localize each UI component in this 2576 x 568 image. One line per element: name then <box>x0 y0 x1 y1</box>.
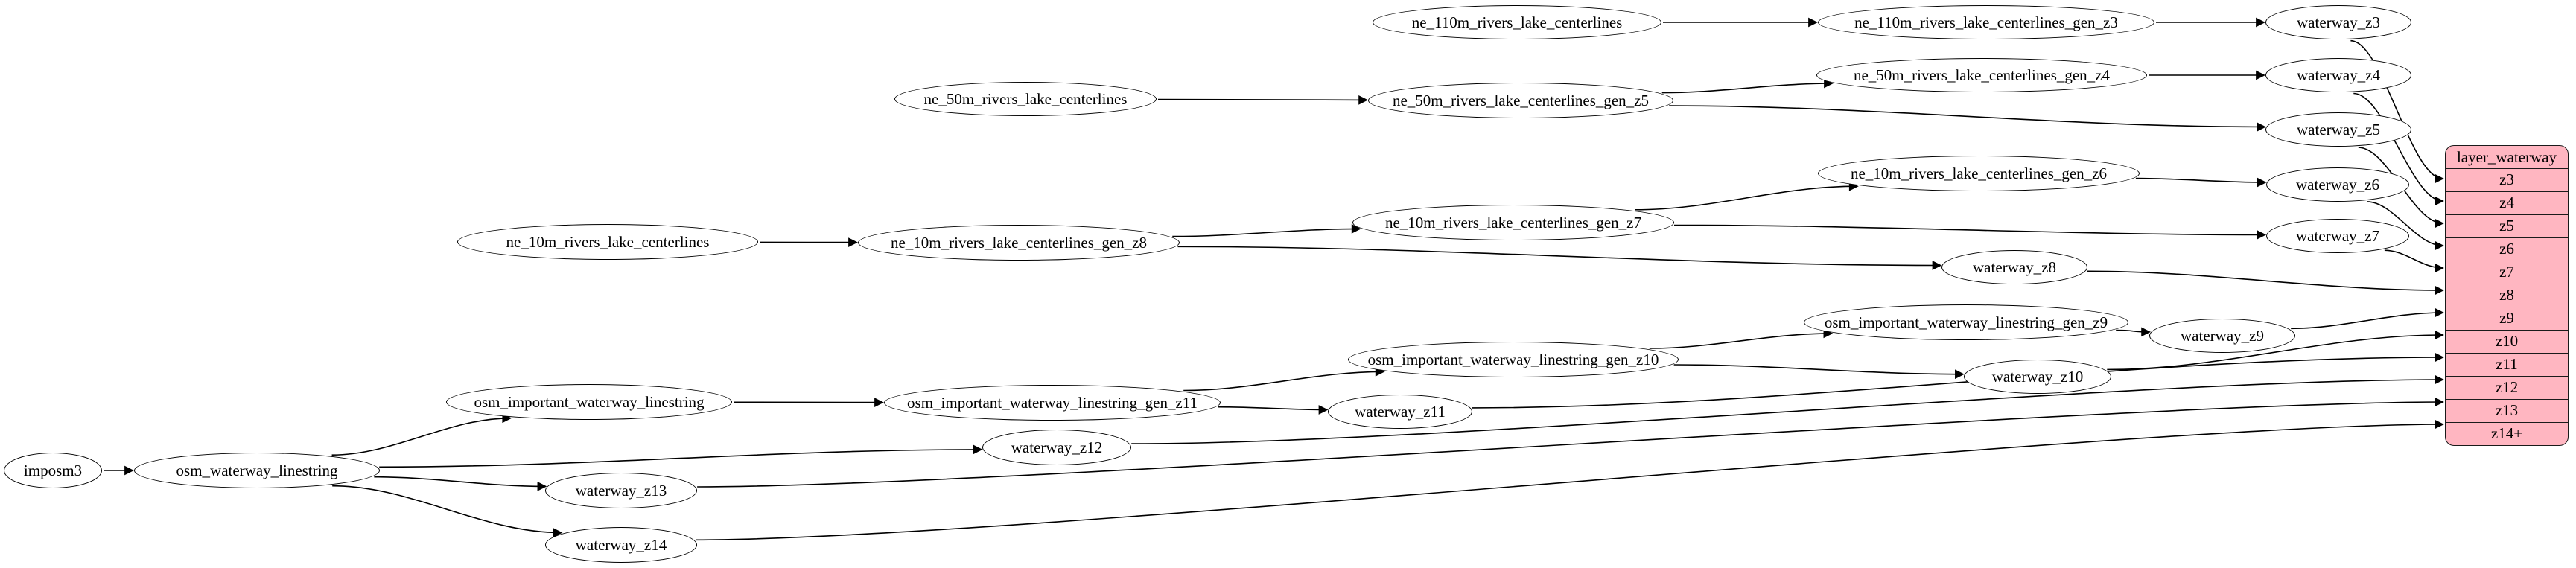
node-waterway_z10: waterway_z10 <box>1964 360 2111 394</box>
edge-ne_10m_rivers_lake_centerlines_gen_z8-to-ne_10m_rivers_lake_centerlines_gen_z7 <box>1172 224 1361 237</box>
table-row-z6: z6 <box>2446 237 2568 261</box>
node-label: waterway_z14 <box>575 535 667 554</box>
table-row-z3: z3 <box>2446 168 2568 191</box>
node-label: ne_10m_rivers_lake_centerlines_gen_z7 <box>1384 213 1642 232</box>
edge-waterway_z7-to-layer_waterway:z7 <box>2384 249 2444 273</box>
node-label: waterway_z6 <box>2296 175 2379 194</box>
node-label: waterway_z8 <box>1973 258 2056 276</box>
node-label: waterway_z13 <box>575 481 667 500</box>
node-label: ne_50m_rivers_lake_centerlines_gen_z5 <box>1392 91 1650 109</box>
edge-ne_10m_rivers_lake_centerlines_gen_z8-to-waterway_z8 <box>1177 246 1942 270</box>
node-ne_110m_rivers_lake_centerlines_gen_z3: ne_110m_rivers_lake_centerlines_gen_z3 <box>1818 5 2154 39</box>
table-row-z8: z8 <box>2446 284 2568 307</box>
node-osm_waterway_linestring: osm_waterway_linestring <box>134 453 380 488</box>
node-label: osm_important_waterway_linestring <box>474 392 705 411</box>
table-row-z5: z5 <box>2446 214 2568 237</box>
node-label: waterway_z5 <box>2297 120 2380 138</box>
node-ne_10m_rivers_lake_centerlines: ne_10m_rivers_lake_centerlines <box>457 224 758 260</box>
node-waterway_z4: waterway_z4 <box>2265 58 2411 92</box>
node-waterway_z8: waterway_z8 <box>1941 250 2087 284</box>
node-osm_important_waterway_linestring_gen_z10: osm_important_waterway_linestring_gen_z1… <box>1348 342 1679 377</box>
edge-osm_important_waterway_linestring_gen_z11-to-waterway_z11 <box>1218 405 1329 415</box>
table-row-z11: z11 <box>2446 353 2568 376</box>
node-waterway_z7: waterway_z7 <box>2266 219 2409 253</box>
edge-waterway_z11-to-layer_waterway:z11 <box>1472 352 2444 409</box>
table-row-z10: z10 <box>2446 330 2568 353</box>
node-label: waterway_z11 <box>1355 402 1446 421</box>
node-label: imposm3 <box>23 461 83 479</box>
edge-ne_10m_rivers_lake_centerlines_gen_z6-to-waterway_z6 <box>2135 177 2267 188</box>
node-label: ne_10m_rivers_lake_centerlines <box>506 232 710 251</box>
node-label: ne_10m_rivers_lake_centerlines_gen_z8 <box>890 233 1148 252</box>
node-ne_110m_rivers_lake_centerlines: ne_110m_rivers_lake_centerlines <box>1373 5 1661 39</box>
node-waterway_z3: waterway_z3 <box>2265 5 2411 39</box>
edge-ne_50m_rivers_lake_centerlines_gen_z5-to-waterway_z5 <box>1669 105 2266 132</box>
node-waterway_z6: waterway_z6 <box>2266 167 2409 202</box>
node-label: ne_50m_rivers_lake_centerlines_gen_z4 <box>1853 66 2111 84</box>
edge-osm_waterway_linestring-to-waterway_z13 <box>374 476 547 491</box>
table-row-z9: z9 <box>2446 307 2568 330</box>
edge-osm_waterway_linestring-to-waterway_z14 <box>332 485 563 537</box>
node-waterway_z14: waterway_z14 <box>545 527 697 563</box>
node-waterway_z12: waterway_z12 <box>982 430 1131 465</box>
edge-osm_waterway_linestring-to-waterway_z12 <box>379 444 983 468</box>
node-waterway_z11: waterway_z11 <box>1328 395 1472 429</box>
node-ne_50m_rivers_lake_centerlines_gen_z4: ne_50m_rivers_lake_centerlines_gen_z4 <box>1816 58 2147 92</box>
node-osm_important_waterway_linestring_gen_z9: osm_important_waterway_linestring_gen_z9 <box>1804 304 2128 340</box>
edge-osm_important_waterway_linestring_gen_z10-to-osm_important_waterway_linestring_gen_z9 <box>1649 328 1834 349</box>
node-label: osm_waterway_linestring <box>176 461 338 479</box>
edge-osm_important_waterway_linestring_gen_z9-to-waterway_z9 <box>2116 327 2152 337</box>
node-label: waterway_z9 <box>2181 326 2264 345</box>
node-label: ne_50m_rivers_lake_centerlines <box>923 89 1128 108</box>
node-ne_10m_rivers_lake_centerlines_gen_z7: ne_10m_rivers_lake_centerlines_gen_z7 <box>1352 205 1674 240</box>
node-label: osm_important_waterway_linestring_gen_z1… <box>1367 350 1659 368</box>
edge-ne_10m_rivers_lake_centerlines_gen_z7-to-ne_10m_rivers_lake_centerlines_gen_z6 <box>1635 181 1859 211</box>
node-label: waterway_z10 <box>1991 367 2084 386</box>
node-ne_50m_rivers_lake_centerlines: ne_50m_rivers_lake_centerlines <box>894 82 1157 116</box>
node-ne_10m_rivers_lake_centerlines_gen_z6: ne_10m_rivers_lake_centerlines_gen_z6 <box>1818 156 2140 191</box>
edge-ne_10m_rivers_lake_centerlines_gen_z7-to-waterway_z7 <box>1673 224 2267 240</box>
node-waterway_z5: waterway_z5 <box>2265 112 2411 147</box>
edge-osm_waterway_linestring-to-osm_important_waterway_linestring <box>331 413 512 456</box>
node-label: ne_110m_rivers_lake_centerlines_gen_z3 <box>1854 13 2118 31</box>
edge-waterway_z8-to-layer_waterway:z8 <box>2087 270 2444 296</box>
node-waterway_z13: waterway_z13 <box>545 473 697 508</box>
edge-group <box>103 17 2444 541</box>
edge-osm_important_waterway_linestring_gen_z11-to-osm_important_waterway_linestring_gen_z10 <box>1183 366 1385 392</box>
node-label: waterway_z7 <box>2296 226 2379 245</box>
table-row-z12: z12 <box>2446 376 2568 399</box>
edge-waterway_z3-to-layer_waterway:z3 <box>2350 39 2444 184</box>
edge-waterway_z13-to-layer_waterway:z13 <box>697 397 2444 488</box>
node-ne_10m_rivers_lake_centerlines_gen_z8: ne_10m_rivers_lake_centerlines_gen_z8 <box>858 225 1180 261</box>
edge-waterway_z12-to-layer_waterway:z12 <box>1131 374 2444 444</box>
node-osm_important_waterway_linestring_gen_z11: osm_important_waterway_linestring_gen_z1… <box>884 385 1221 421</box>
node-label: waterway_z12 <box>1011 438 1103 456</box>
edge-waterway_z4-to-layer_waterway:z4 <box>2353 92 2444 206</box>
node-label: waterway_z4 <box>2297 66 2380 84</box>
edge-waterway_z6-to-layer_waterway:z6 <box>2367 201 2444 251</box>
node-label: waterway_z3 <box>2297 13 2380 31</box>
table-title: layer_waterway <box>2456 148 2557 166</box>
edge-osm_important_waterway_linestring_gen_z10-to-waterway_z10 <box>1673 364 1965 380</box>
node-label: ne_10m_rivers_lake_centerlines_gen_z6 <box>1850 164 2108 182</box>
node-ne_50m_rivers_lake_centerlines_gen_z5: ne_50m_rivers_lake_centerlines_gen_z5 <box>1368 83 1673 118</box>
table-row-z4: z4 <box>2446 191 2568 214</box>
table-row-z14+: z14+ <box>2446 422 2568 445</box>
node-osm_important_waterway_linestring: osm_important_waterway_linestring <box>446 384 732 420</box>
node-label: ne_110m_rivers_lake_centerlines <box>1411 13 1623 31</box>
edge-ne_50m_rivers_lake_centerlines_gen_z5-to-ne_50m_rivers_lake_centerlines_gen_z4 <box>1661 78 1834 94</box>
node-label: osm_important_waterway_linestring_gen_z9 <box>1824 313 2108 331</box>
edge-waterway_z9-to-layer_waterway:z9 <box>2291 307 2444 330</box>
table-row-z13: z13 <box>2446 399 2568 422</box>
node-imposm3: imposm3 <box>4 453 102 488</box>
node-waterway_z9: waterway_z9 <box>2149 319 2295 353</box>
table-row-z7: z7 <box>2446 261 2568 284</box>
edge-waterway_z14-to-layer_waterway:z14+ <box>696 419 2444 541</box>
node-label: osm_important_waterway_linestring_gen_z1… <box>907 393 1198 412</box>
